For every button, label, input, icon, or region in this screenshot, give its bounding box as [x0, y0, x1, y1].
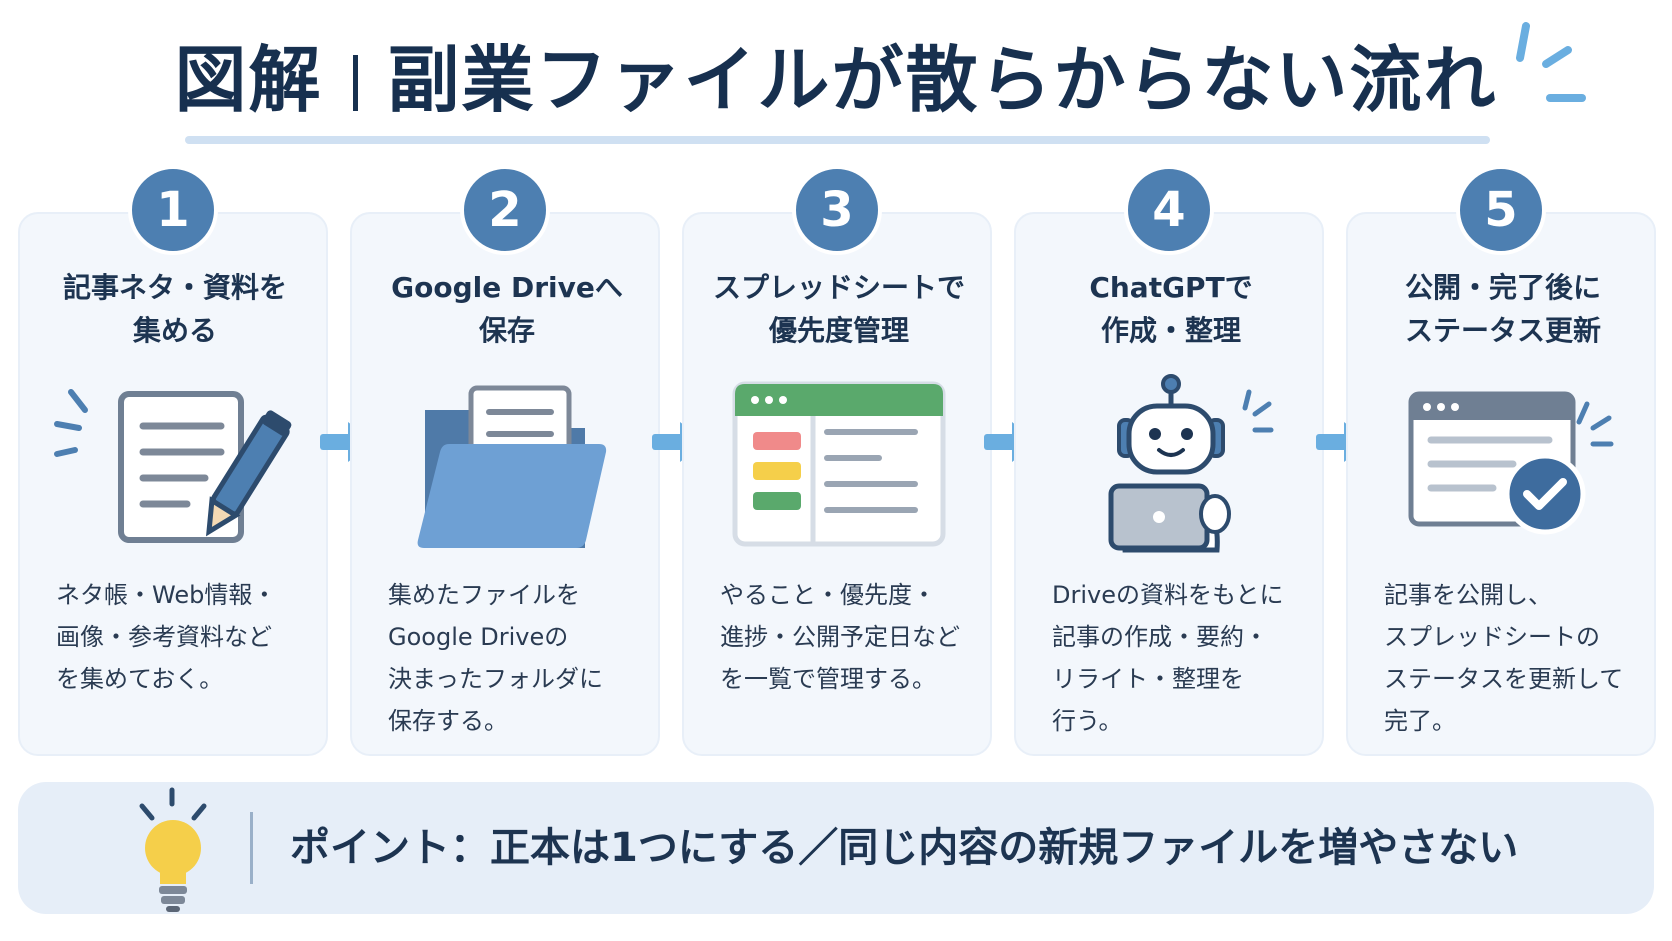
step-number-badge-3: 3 — [792, 165, 882, 255]
title-main: 図解 — [174, 38, 323, 122]
robot-laptop-icon — [1108, 374, 1274, 553]
step-description: 記事を公開し、 スプレッドシートの ステータスを更新して 完了。 — [1384, 581, 1624, 735]
step-title: スプレッドシートで 優先度管理 — [712, 271, 965, 347]
step-title: Google Driveへ 保存 — [391, 271, 623, 347]
step-card-2: Google Driveへ 保存 集めたファイルを Google Driveの … — [350, 212, 660, 756]
page-title: 図解副業ファイルが散らからない流れ — [0, 30, 1672, 130]
step-description: ネタ帳・Web情報・ 画像・参考資料など を集めておく。 — [56, 581, 277, 693]
browser-check-icon — [1408, 391, 1614, 535]
step-description: やること・優先度・ 進捗・公開予定日など を一覧で管理する。 — [720, 581, 960, 693]
step-card-3: スプレッドシートで 優先度管理 やること・優先度・ 進捗・公開予定日など を一覧… — [682, 212, 992, 756]
title-underline — [185, 136, 1490, 144]
step-number-badge-2: 2 — [460, 165, 550, 255]
point-divider — [250, 812, 253, 884]
step-number-badge-4: 4 — [1124, 165, 1214, 255]
document-pen-icon — [54, 389, 292, 543]
point-panel: ポイント：正本は1つにする／同じ内容の新規ファイルを増やさない — [18, 782, 1654, 914]
step-card-5: 公開・完了後に ステータス更新 記事を公開し、 スプレッドシートの ステータスを… — [1346, 212, 1656, 756]
sparkle-icon — [1516, 22, 1586, 102]
step-card-4: ChatGPTで 作成・整理 Driveの資料をもとに 記事の作成・要約・ リラ… — [1014, 212, 1324, 756]
point-text: ポイント：正本は1つにする／同じ内容の新規ファイルを増やさない — [290, 825, 1519, 871]
step-number-badge-5: 5 — [1456, 165, 1546, 255]
folder-icon — [417, 385, 607, 548]
step-description: Driveの資料をもとに 記事の作成・要約・ リライト・整理を 行う。 — [1052, 581, 1284, 735]
step-number-badge-1: 1 — [128, 165, 218, 255]
step-title: 公開・完了後に ステータス更新 — [1404, 271, 1601, 347]
spreadsheet-icon — [732, 381, 946, 547]
step-title: ChatGPTで 作成・整理 — [1089, 271, 1253, 347]
lightbulb-icon — [139, 787, 207, 912]
title-sub: 副業ファイルが散らからない流れ — [387, 38, 1498, 122]
title-separator — [352, 55, 358, 111]
step-card-1: 記事ネタ・資料を 集める ネタ帳・Web情報・ 画像・参考資料など を集めておく… — [18, 212, 328, 756]
step-title: 記事ネタ・資料を 集める — [62, 271, 287, 347]
step-description: 集めたファイルを Google Driveの 決まったフォルダに 保存する。 — [388, 581, 604, 735]
